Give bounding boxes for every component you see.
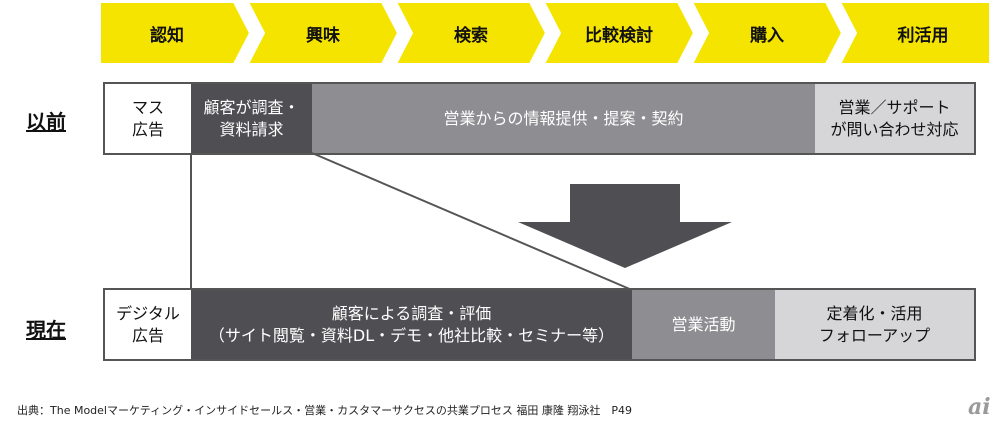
stage-label: 比較検討	[585, 25, 653, 46]
stage-chevron	[838, 1, 991, 65]
now-digital-ad: デジタル 広告	[105, 290, 191, 359]
before-sales-proposal: 営業からの情報提供・提案・契約	[312, 84, 815, 153]
stage-label: 認知	[150, 25, 184, 46]
down-arrow-icon	[518, 184, 732, 268]
source-caption: 出典：The Modelマーケティング・インサイドセールス・営業・カスタマーサク…	[17, 404, 632, 417]
stage-label: 利活用	[897, 25, 949, 46]
stage-chevron	[246, 0, 400, 65]
stage-chevron	[99, 0, 252, 65]
now-sales-activity: 営業活動	[632, 290, 775, 359]
connector-diagonal-line	[311, 152, 633, 291]
ai-logo: ai	[968, 394, 991, 420]
before-mass-ad: マス 広告	[105, 84, 191, 153]
before-label: 以前	[26, 110, 66, 134]
before-customer-research: 顧客が調査・ 資料請求	[191, 84, 312, 153]
before-row-frame	[103, 82, 976, 155]
now-label: 現在	[26, 318, 66, 342]
stage-label: 興味	[306, 25, 340, 46]
now-customer-research: 顧客による調査・評価 （サイト閲覧・資料DL・デモ・他社比較・セミナー等）	[191, 290, 632, 359]
before-support: 営業／サポート が問い合わせ対応	[815, 84, 974, 153]
stage-chevron	[690, 0, 844, 65]
stage-label: 購入	[750, 25, 784, 46]
now-row-frame	[103, 288, 976, 361]
now-followup: 定着化・活用 フォローアップ	[775, 290, 974, 359]
stage-chevron	[394, 0, 548, 65]
stage-chevron	[542, 0, 696, 65]
stage-label: 検索	[454, 25, 488, 46]
stage-chevrons	[99, 0, 991, 65]
